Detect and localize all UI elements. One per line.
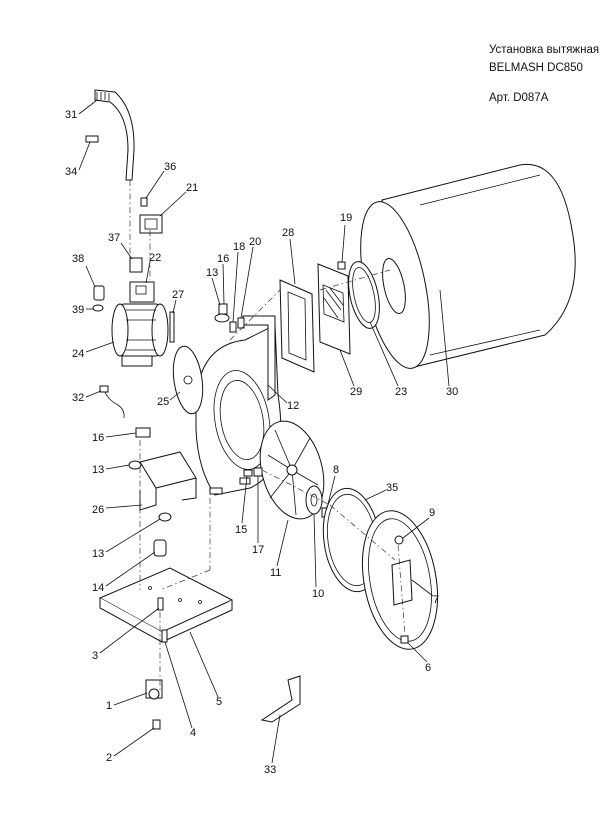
part-23-clamp-ring [348,261,380,329]
part-7-inlet-cover [362,510,438,650]
callout-10: 10 [312,588,324,600]
part-5-base-plate [98,567,234,643]
callout-22: 22 [149,252,161,264]
callout-6: 6 [425,662,431,674]
part-19-nut [337,261,346,270]
callout-38: 38 [72,253,84,265]
part-26-motor-bracket [139,451,197,511]
part-1-caster [145,679,163,700]
callout-2: 2 [106,752,112,764]
callouts: 31 34 36 21 37 22 38 39 24 27 32 25 16 1… [65,99,458,776]
callout-3: 3 [92,650,98,662]
part-29-outlet-flange [317,263,351,355]
part-30-filter-bag [360,163,576,369]
part-38-bolt [93,285,105,301]
drawing-title-line1: Установка вытяжная [489,44,600,56]
part-14-spacer [153,539,167,557]
callout-9: 9 [429,507,435,519]
part-3-bolt [157,597,164,611]
callout-16-top: 16 [217,253,229,265]
part-24-motor [111,303,169,367]
part-10-washer [305,485,323,515]
part-6-screw [400,635,409,644]
part-15-key [243,469,253,477]
part-25-motor-flange [172,345,204,415]
drawing-title-line2: BELMASH DC850 [489,62,583,74]
callout-1: 1 [106,700,112,712]
part-39-washer [92,304,104,312]
callout-11: 11 [270,567,281,579]
callout-30: 30 [446,386,458,398]
drawing-article-number: Арт. D087A [489,92,549,104]
part-18-bolt [229,321,237,333]
callout-26: 26 [92,504,104,516]
callout-24: 24 [72,348,84,360]
part-33-bracket [260,675,301,723]
callout-28: 28 [282,227,294,239]
part-2-bolt [152,719,161,730]
callout-32: 32 [72,392,84,404]
callout-13-lower: 13 [92,548,104,560]
callout-31: 31 [65,109,77,121]
part-16-13-housing-bolt [214,303,230,323]
part-37-bushing [129,257,143,273]
assembly-lines [129,180,406,690]
part-34-screw [85,135,99,143]
callout-23: 23 [395,386,407,398]
callout-8: 8 [333,464,339,476]
callout-15: 15 [235,524,247,536]
part-13-washer [128,460,142,470]
part-36-screw [140,197,148,207]
part-4-bolt [161,629,168,643]
part-28-gasket [279,279,315,373]
part-9-screw [394,535,404,545]
callout-20: 20 [249,236,261,248]
callout-21: 21 [186,182,198,194]
callout-18: 18 [233,241,245,253]
callout-7: 7 [433,594,439,606]
callout-27: 27 [172,289,184,301]
callout-36: 36 [164,161,176,173]
part-31-handle [94,89,135,181]
part-27-key [169,311,175,343]
callout-37: 37 [108,232,120,244]
callout-4: 4 [190,727,196,739]
callout-34: 34 [65,166,77,178]
part-32-power-cable [99,385,125,419]
part-21-switch [139,214,163,234]
part-12-blower-housing [195,315,282,496]
callout-29: 29 [350,386,362,398]
callout-5: 5 [216,696,222,708]
callout-17: 17 [252,544,264,556]
callout-39: 39 [72,304,84,316]
callout-16-left: 16 [92,432,104,444]
part-13-washer-lower [158,512,172,522]
callout-35: 35 [386,482,398,494]
callout-14: 14 [92,582,104,594]
callout-25: 25 [157,396,169,408]
part-17-spacer [253,467,263,477]
callout-33: 33 [264,764,276,776]
callout-19: 19 [340,212,352,224]
callout-12: 12 [287,400,299,412]
part-16-bolt [135,427,151,438]
callout-13-left: 13 [92,464,104,476]
callout-13-top: 13 [206,267,218,279]
part-22-switch-box [129,281,155,303]
